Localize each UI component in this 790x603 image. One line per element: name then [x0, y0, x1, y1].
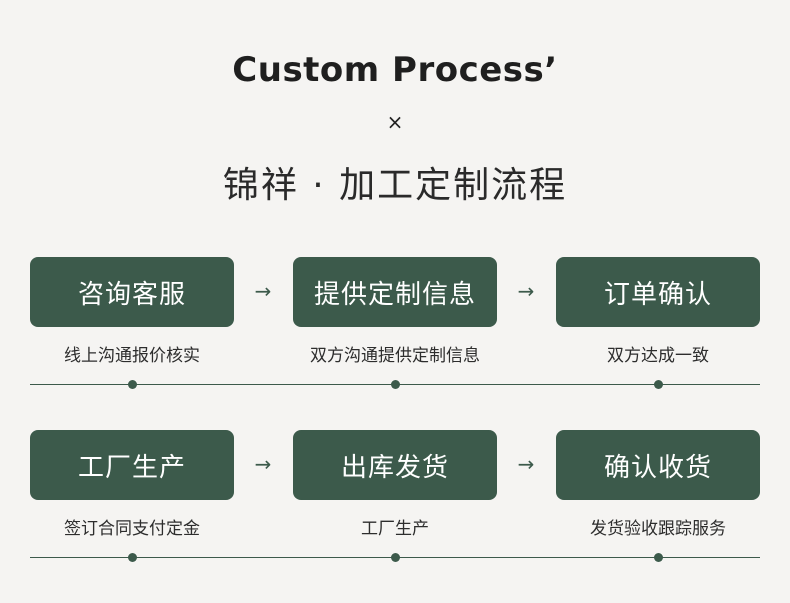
arrow-icon: →: [254, 279, 272, 303]
step-desc-order-confirm: 双方达成一致: [607, 346, 709, 366]
step-box-shipping: 出库发货: [293, 430, 497, 500]
arrow-icon: →: [517, 452, 535, 476]
step-box-factory-production: 工厂生产: [30, 430, 234, 500]
timeline-dot: [654, 380, 663, 389]
step-box-order-confirm: 订单确认: [556, 257, 760, 327]
timeline-dot: [654, 553, 663, 562]
step-desc-consult: 线上沟通报价核实: [64, 346, 200, 366]
step-desc-factory-production: 签订合同支付定金: [64, 519, 200, 539]
step-desc-shipping: 工厂生产: [361, 519, 429, 539]
arrow-icon: →: [254, 452, 272, 476]
arrow-icon: →: [517, 279, 535, 303]
title-chinese: 锦祥 · 加工定制流程: [222, 165, 568, 206]
step-desc-provide-info: 双方沟通提供定制信息: [310, 346, 480, 366]
times-symbol: ×: [386, 110, 404, 134]
step-box-provide-info: 提供定制信息: [293, 257, 497, 327]
timeline-dot: [391, 553, 400, 562]
timeline-dot: [128, 380, 137, 389]
timeline-dot: [391, 380, 400, 389]
timeline-dot: [128, 553, 137, 562]
title-english: Custom Process’: [232, 50, 558, 90]
step-box-receipt-confirm: 确认收货: [556, 430, 760, 500]
step-box-consult: 咨询客服: [30, 257, 234, 327]
step-desc-receipt-confirm: 发货验收跟踪服务: [590, 519, 726, 539]
